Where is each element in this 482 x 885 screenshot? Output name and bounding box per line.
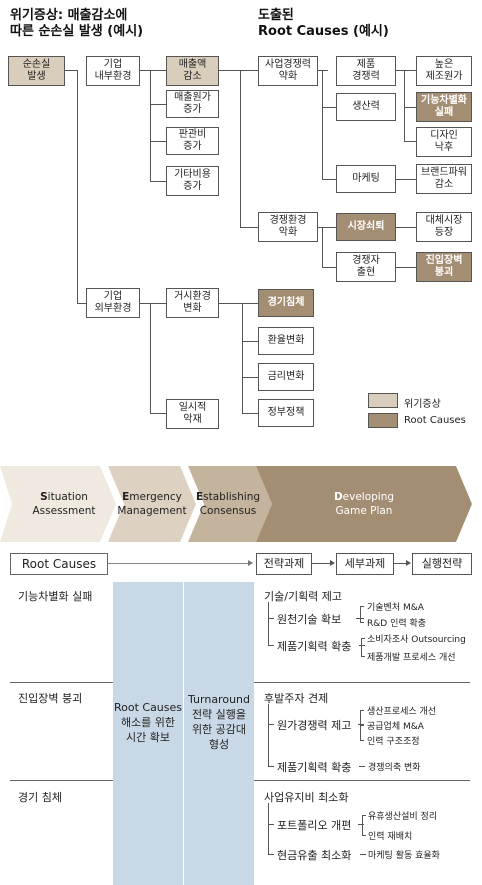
g2s1-item1: 생산프로세스 개선 [367, 707, 437, 717]
design-box: 디자인 낙후 [416, 127, 472, 157]
group1-sub1: 원천기술 확보 [277, 613, 342, 626]
g1s1-item1: 기술벤처 M&A [367, 603, 424, 613]
product-comp-box: 제품 경쟁력 [336, 56, 396, 86]
legend-symptom-swatch [368, 393, 398, 408]
substitute-box: 대체시장 등장 [416, 212, 472, 242]
external-env-box: 기업 외부환경 [86, 288, 140, 318]
step-situation: Situation Assessment [32, 491, 96, 517]
g2s2-item1: 경쟁의축 변화 [368, 763, 421, 773]
root-causes-box: Root Causes [10, 553, 108, 575]
g1s2-item1: 소비자조사 Outsourcing [367, 635, 466, 645]
competitor-box: 경쟁자 출현 [336, 252, 396, 282]
entry-barrier-box: 진입장벽 붕괴 [416, 252, 472, 282]
step-developing: Developing Game Plan [333, 491, 395, 517]
net-loss-box: 순손실 발생 [8, 56, 65, 86]
env-weak-box: 경쟁환경 악화 [258, 212, 318, 242]
policy-box: 정부정책 [258, 399, 314, 427]
productivity-box: 생산력 [336, 93, 396, 121]
marketing-box: 마케팅 [336, 165, 396, 193]
func-fail-box: 기능차별화 실패 [416, 92, 472, 122]
biz-weak-box: 사업경쟁력 약화 [258, 56, 318, 86]
g1s1-item2: R&D 인력 확충 [367, 619, 427, 629]
recession-box: 경기침체 [258, 289, 314, 317]
sales-decrease-box: 매출액 감소 [166, 56, 219, 86]
chain-strategic-task: 전략과제 [256, 553, 312, 575]
cost-increase-box: 매출원가 증가 [166, 90, 219, 118]
cause-recession: 경기 침체 [18, 791, 62, 804]
group3-title: 사업유지비 최소화 [264, 791, 349, 804]
col-consensus-text: Turnaround 전략 실행을 위한 공감대 형성 [188, 693, 250, 751]
group1-sub2: 제품기획력 확충 [277, 640, 352, 653]
interest-box: 금리변화 [258, 363, 314, 391]
temporary-box: 일시적 악재 [166, 399, 219, 429]
g1s2-item2: 제품개발 프로세스 개선 [367, 653, 456, 663]
group2-title: 후발주자 견제 [264, 692, 329, 705]
col-time-text: Root Causes 해소를 위한 시간 확보 [113, 701, 183, 744]
legend-symptom-label: 위기증상 [404, 399, 441, 410]
exchange-box: 환율변화 [258, 327, 314, 355]
group3-sub1: 포트폴리오 개편 [277, 819, 352, 832]
col-consensus-bg [184, 582, 254, 885]
legend-root-swatch [368, 413, 398, 428]
sga-increase-box: 판관비 증가 [166, 127, 219, 155]
col-time-bg [113, 582, 183, 885]
group2-sub1: 원가경쟁력 제고 [277, 719, 352, 732]
saturation-box: 시장쇠퇴 [336, 213, 396, 241]
chain-execution: 실행전략 [412, 553, 472, 575]
g3s1-item1: 유휴생산설비 정리 [368, 812, 438, 822]
g2s1-item3: 인력 구조조정 [367, 737, 420, 747]
step-chevrons [0, 466, 472, 542]
other-cost-box: 기타비용 증가 [166, 166, 219, 196]
cause-entry-barrier: 진입장벽 붕괴 [18, 692, 83, 705]
left-title: 위기증상: 매출감소에 따른 순손실 발생 (예시) [10, 8, 144, 39]
brand-box: 브랜드파워 감소 [416, 164, 472, 194]
cause-func-fail: 기능차별화 실패 [18, 590, 93, 603]
g3s1-item2: 인력 재배치 [368, 832, 413, 842]
g2s1-item2: 공급업체 M&A [367, 722, 424, 732]
chain-detail-task: 세부과제 [336, 553, 394, 575]
macro-change-box: 거시환경 변화 [166, 288, 219, 318]
g3s2-item1: 마케팅 활동 효율화 [368, 851, 440, 861]
right-title: 도출된 Root Causes (예시) [258, 8, 389, 39]
step-emergency: Emergency Management [117, 491, 187, 517]
high-cost-box: 높은 제조원가 [416, 56, 472, 86]
step-establishing: Establishing Consensus [195, 491, 261, 517]
group2-sub2: 제품기획력 확충 [277, 761, 352, 774]
group3-sub2: 현금유출 최소화 [277, 849, 352, 862]
group1-title: 기술/기획력 제고 [264, 590, 343, 603]
legend-root-label: Root Causes [404, 415, 466, 426]
internal-env-box: 기업 내부환경 [86, 56, 140, 86]
